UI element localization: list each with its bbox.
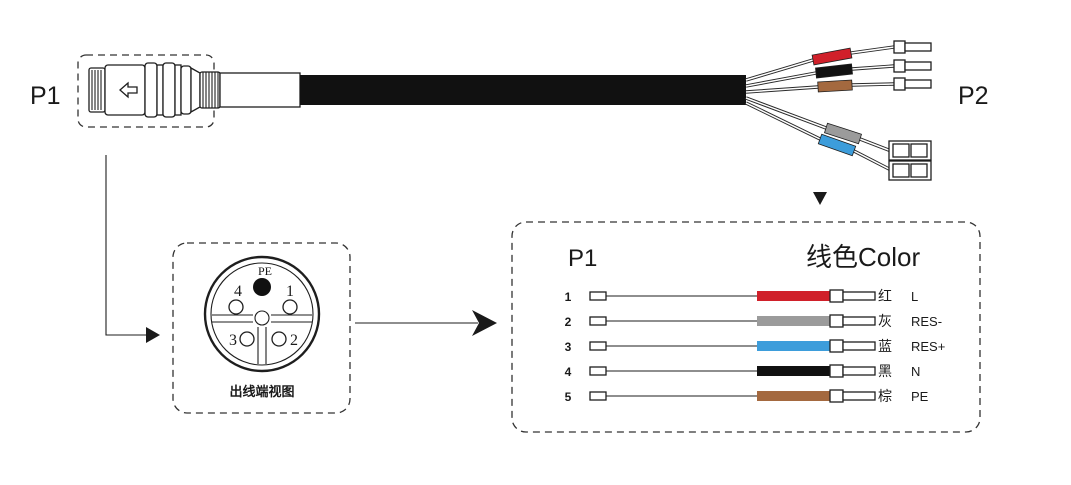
row-color-sleeve [757,366,830,376]
wiring-table-frame [511,221,981,433]
coupling-nut-threads [91,70,102,110]
row-ferrule-collar [829,289,844,303]
pinout-leader [105,155,160,343]
pinout-frame [172,242,351,414]
row-signal: L [911,289,918,304]
pin-pe-contact [253,278,271,296]
row-pin-number: 1 [565,290,572,304]
pin-4-contact [228,299,244,315]
row-pin-number: 3 [565,340,572,354]
wiring-row: 1 红 L [565,288,919,304]
pin-2-contact [271,331,287,347]
row-color-sleeve [757,391,830,401]
row-color-sleeve [757,291,830,301]
wiring-table: P1 线色Color 1 红 L 2 灰 RES- 3 [511,221,981,433]
p2-label: P2 [958,82,989,110]
cable-sleeve [219,72,301,108]
row-ferrule-pin [842,341,876,351]
sleeve-black [815,63,853,79]
row-signal: PE [911,389,929,404]
grip-rings [144,62,192,118]
arrow-right-icon [472,310,497,336]
arrow-right-small-icon [146,327,160,343]
pin-1-contact [282,299,298,315]
row-signal: RES- [911,314,942,329]
sleeve-gray [824,122,862,145]
p1-pin-terminal [589,341,607,351]
ferrule-pin [904,79,932,89]
strain-relief [199,71,221,109]
table-header-pin: P1 [568,245,597,272]
ferrule-terminals [893,40,932,91]
pin-pe-label: PE [258,264,272,278]
row-pin-number: 2 [565,315,572,329]
wire-sleeves [811,47,862,157]
pin-2-label: 2 [290,332,298,349]
p1-pin-terminal [589,316,607,326]
insulator-divider [212,310,312,364]
flow-arrow [355,310,497,336]
p1-label: P1 [30,82,61,110]
ferrule-collar [893,77,906,91]
wiring-row: 5 棕 PE [565,388,929,404]
row-ferrule-pin [842,391,876,401]
sleeve-red [811,47,853,66]
pin-4-label: 4 [234,283,242,300]
pin-3-contact [239,331,255,347]
row-signal: N [911,364,920,379]
connector-face-inner [210,262,314,366]
terminal-block [888,140,932,181]
row-pin-number: 5 [565,390,572,404]
pin-1-label: 1 [286,283,294,300]
row-signal: RES+ [911,339,945,354]
p1-pin-terminal [589,291,607,301]
ferrule-collar [893,59,906,73]
row-ferrule-collar [829,314,844,328]
p1-pin-terminal [589,366,607,376]
row-ferrule-pin [842,316,876,326]
sleeve-brown [817,79,853,93]
row-ferrule-collar [829,364,844,378]
connector-taper [190,66,201,114]
wiring-row: 4 黑 N [565,363,921,379]
row-ferrule-pin [842,366,876,376]
row-pin-number: 4 [565,365,572,379]
p1-connector [77,54,301,128]
table-header-color: 线色Color [806,242,920,272]
arrow-left-icon [119,81,138,99]
ferrule-collar [893,40,906,54]
row-color-name: 棕 [878,388,892,404]
pinout-caption: 出线端视图 [229,384,294,399]
triangle-down-icon [813,192,827,205]
p1-pin-terminal [589,391,607,401]
ferrule-pin [904,61,932,71]
row-ferrule-collar [829,339,844,353]
wiring-row: 3 蓝 RES+ [565,338,946,354]
wiring-row: 2 灰 RES- [565,313,942,329]
row-color-sleeve [757,341,830,351]
row-color-name: 红 [878,288,892,304]
cable-jacket [300,75,746,105]
row-ferrule-pin [842,291,876,301]
row-color-sleeve [757,316,830,326]
pin-3-label: 3 [229,332,237,349]
fanout-wires [745,45,895,172]
ferrule-pin [904,42,932,52]
row-color-name: 黑 [878,363,892,379]
pinout-view: PE 4 1 3 2 出线端视图 [172,242,351,414]
coupling-nut [88,67,106,113]
sleeve-blue [817,133,857,157]
row-ferrule-collar [829,389,844,403]
row-color-name: 灰 [878,313,892,329]
row-color-name: 蓝 [878,338,892,354]
